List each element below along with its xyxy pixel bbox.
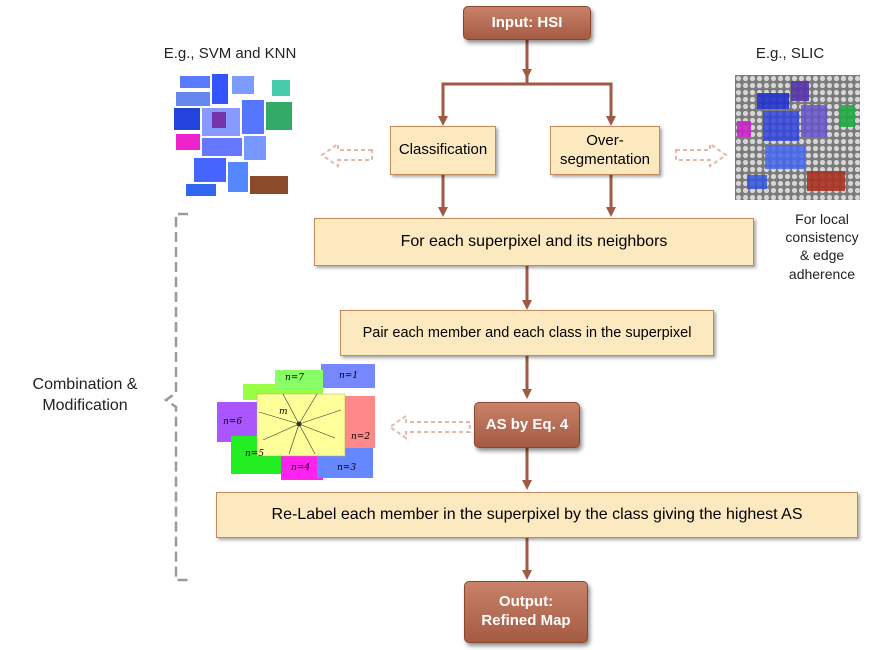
classification-map-image xyxy=(174,74,292,196)
local-line3: & edge xyxy=(799,247,845,264)
input-node: Input: HSI xyxy=(463,6,591,40)
dashed-arrow-right-slic xyxy=(675,142,728,168)
dashed-arrow-left-as xyxy=(388,414,471,440)
dashed-arrow-left-classification xyxy=(320,142,373,168)
local-line1: For local xyxy=(795,211,849,227)
superpixel-neighborhood-figure: n=7 n=1 n=6 n=2 n=5 n=4 n=3 m xyxy=(217,364,375,480)
local-consistency-annotation: For local consistency & edge adherence xyxy=(762,210,882,283)
svm-knn-annotation: E.g., SVM and KNN xyxy=(163,45,297,62)
relabel-node: Re-Label each member in the superpixel b… xyxy=(216,492,858,538)
oversegmentation-label-line1: Over- xyxy=(586,131,624,149)
label-n3: n=3 xyxy=(337,463,356,473)
local-line4: adherence xyxy=(788,265,856,282)
for-each-superpixel-node: For each superpixel and its neighbors xyxy=(314,218,754,266)
label-n2: n=2 xyxy=(351,432,370,442)
pair-node: Pair each member and each class in the s… xyxy=(340,310,714,356)
label-n4: n=4 xyxy=(291,463,310,473)
combination-modification-annotation: Combination & Modification xyxy=(10,375,160,417)
pair-label: Pair each member and each class in the s… xyxy=(362,324,692,341)
classification-node: Classification xyxy=(390,126,496,175)
combination-bracket xyxy=(163,212,188,582)
label-n7: n=7 xyxy=(285,373,304,383)
output-label-line1: Output: xyxy=(498,593,554,611)
slic-oversegmentation-image xyxy=(735,75,860,200)
label-n1: n=1 xyxy=(339,371,358,381)
as-eq-node: AS by Eq. 4 xyxy=(474,402,580,448)
output-label-line2: Refined Map xyxy=(481,612,571,629)
oversegmentation-node: Over- segmentation xyxy=(550,126,660,175)
combo-line1: Combination & xyxy=(32,376,138,393)
oversegmentation-label-line2: segmentation xyxy=(559,150,651,168)
output-node: Output: Refined Map xyxy=(464,581,588,643)
as-eq-label: AS by Eq. 4 xyxy=(485,415,569,433)
split-line xyxy=(441,82,613,88)
label-m: m xyxy=(279,407,288,417)
classification-label: Classification xyxy=(398,141,488,159)
relabel-label: Re-Label each member in the superpixel b… xyxy=(271,506,803,523)
slic-annotation: E.g., SLIC xyxy=(755,45,825,62)
combo-line2: Modification xyxy=(42,396,128,414)
local-line2: consistency xyxy=(785,229,859,246)
input-label: Input: HSI xyxy=(491,13,563,31)
label-n5: n=5 xyxy=(245,449,264,459)
for-each-label: For each superpixel and its neighbors xyxy=(400,233,668,250)
label-n6: n=6 xyxy=(223,417,242,427)
